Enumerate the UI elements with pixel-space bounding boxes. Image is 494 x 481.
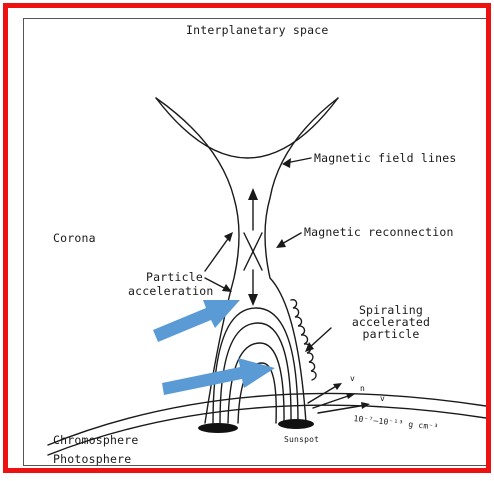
label-velocity-3: v: [380, 394, 385, 403]
field-line-top: [156, 98, 338, 158]
label-interplanetary-space: Interplanetary space: [186, 23, 328, 37]
footpoint-left: [198, 423, 238, 433]
label-sunspot: Sunspot: [284, 435, 319, 444]
label-velocity-1: v: [350, 374, 355, 383]
figure-frame: Interplanetary space Magnetic field line…: [3, 3, 491, 473]
highlight-arrow-upper: [153, 300, 240, 342]
label-velocity-2: n: [360, 384, 365, 393]
label-magnetic-reconnection: Magnetic reconnection: [304, 225, 454, 239]
acceleration-pointer-1: [205, 236, 230, 271]
escape-arrow-3: [318, 405, 366, 413]
field-line-right: [265, 98, 338, 423]
escape-arrow-2-head: [346, 393, 355, 399]
label-particle: Particle: [146, 270, 203, 284]
outflow-up-head: [248, 188, 258, 200]
spiral-pointer: [309, 328, 331, 348]
label-spiraling-particle: Spiraling accelerated particle: [341, 304, 441, 340]
label-photosphere: Photosphere: [53, 452, 131, 466]
sunspot-right: [278, 419, 314, 429]
label-magnetic-field-lines: Magnetic field lines: [314, 151, 456, 165]
acceleration-pointer-1-head: [224, 232, 233, 242]
highlight-arrow-lower: [162, 358, 275, 395]
label-chromosphere: Chromosphere: [53, 433, 138, 447]
label-particle-2: particle: [341, 328, 441, 340]
label-acceleration: acceleration: [128, 284, 213, 298]
outflow-down-head: [248, 294, 258, 306]
reconnection-pointer-head: [276, 239, 286, 248]
label-corona: Corona: [53, 231, 96, 245]
